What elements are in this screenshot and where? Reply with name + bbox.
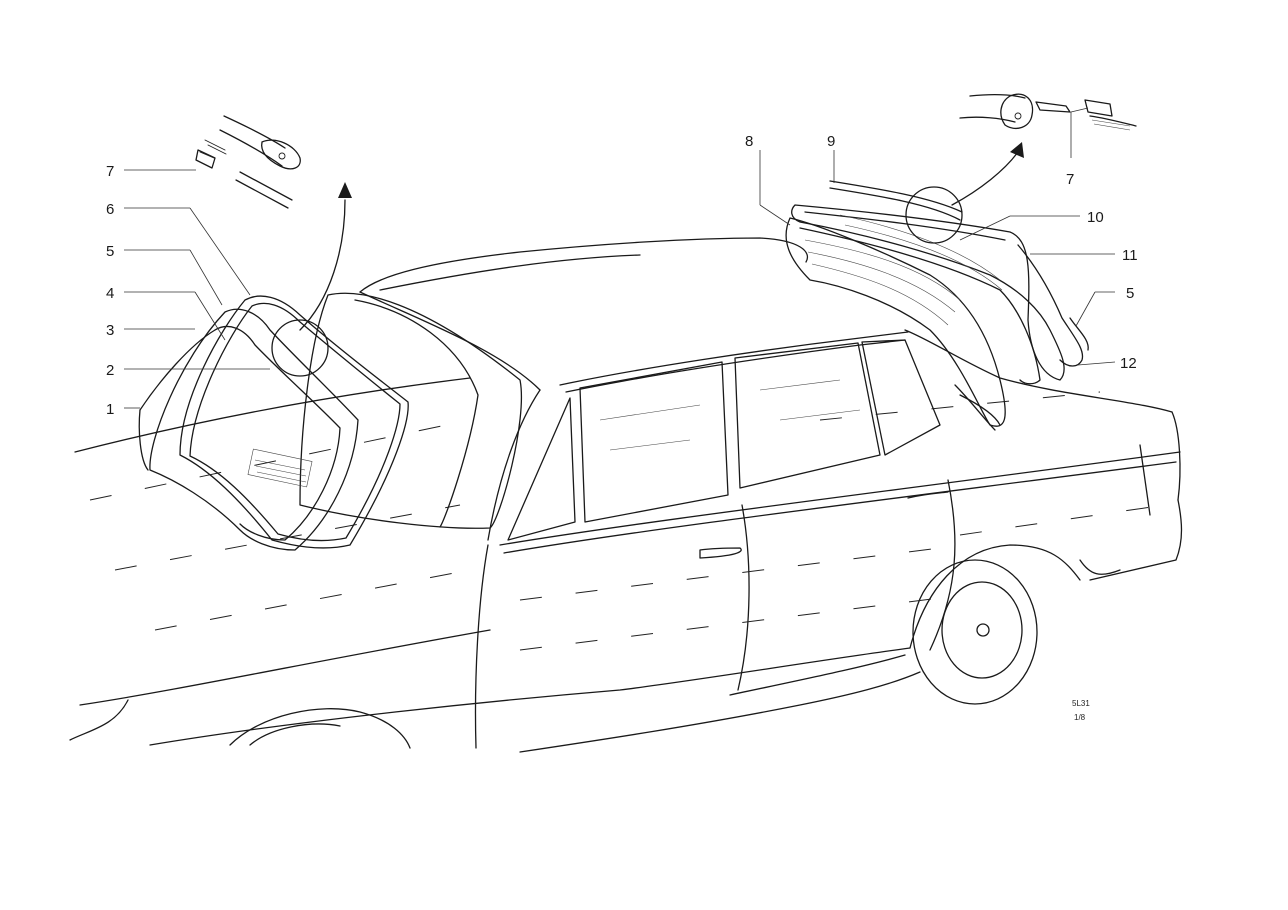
windshield-seal-6 xyxy=(179,295,409,549)
drawing-code: 5L31 xyxy=(1072,699,1090,708)
callout-8: 8 xyxy=(745,133,753,150)
front-detail-callout xyxy=(271,182,352,377)
drawing-reference: 5L31 1/8 xyxy=(1072,699,1090,722)
callout-7-front: 7 xyxy=(106,163,114,180)
body-reflection-lines xyxy=(89,391,1166,651)
front-windshield-glass xyxy=(299,292,522,529)
front-seal-detail-inset xyxy=(195,115,301,209)
side-windows xyxy=(507,339,941,541)
callout-7-rear: 7 xyxy=(1066,171,1074,188)
rear-window-seal-11-12 xyxy=(954,244,1089,431)
rear-detail-callout xyxy=(905,142,1024,244)
leader-lines xyxy=(124,107,1116,409)
callout-4: 4 xyxy=(106,285,114,302)
rear-window-frame-9-10 xyxy=(791,180,1065,385)
sheet-number: 1/8 xyxy=(1074,713,1086,722)
callout-numbers: 1 2 3 4 5 6 7 8 9 10 11 5 12 7 xyxy=(106,133,1138,418)
rear-window-glass-8 xyxy=(785,217,1006,427)
callout-11: 11 xyxy=(1122,247,1138,264)
callout-1: 1 xyxy=(106,401,114,418)
callout-12: 12 xyxy=(1120,355,1137,372)
callout-5-rear: 5 xyxy=(1126,285,1134,302)
windshield-frame-3-4 xyxy=(138,308,359,551)
callout-3: 3 xyxy=(106,322,114,339)
callout-2: 2 xyxy=(106,362,114,379)
rear-seal-detail-inset xyxy=(959,93,1137,131)
callout-10: 10 xyxy=(1087,209,1104,226)
callout-5-front: 5 xyxy=(106,243,114,260)
car-body-outline xyxy=(69,237,1183,753)
callout-9: 9 xyxy=(827,133,835,150)
callout-6: 6 xyxy=(106,201,114,218)
